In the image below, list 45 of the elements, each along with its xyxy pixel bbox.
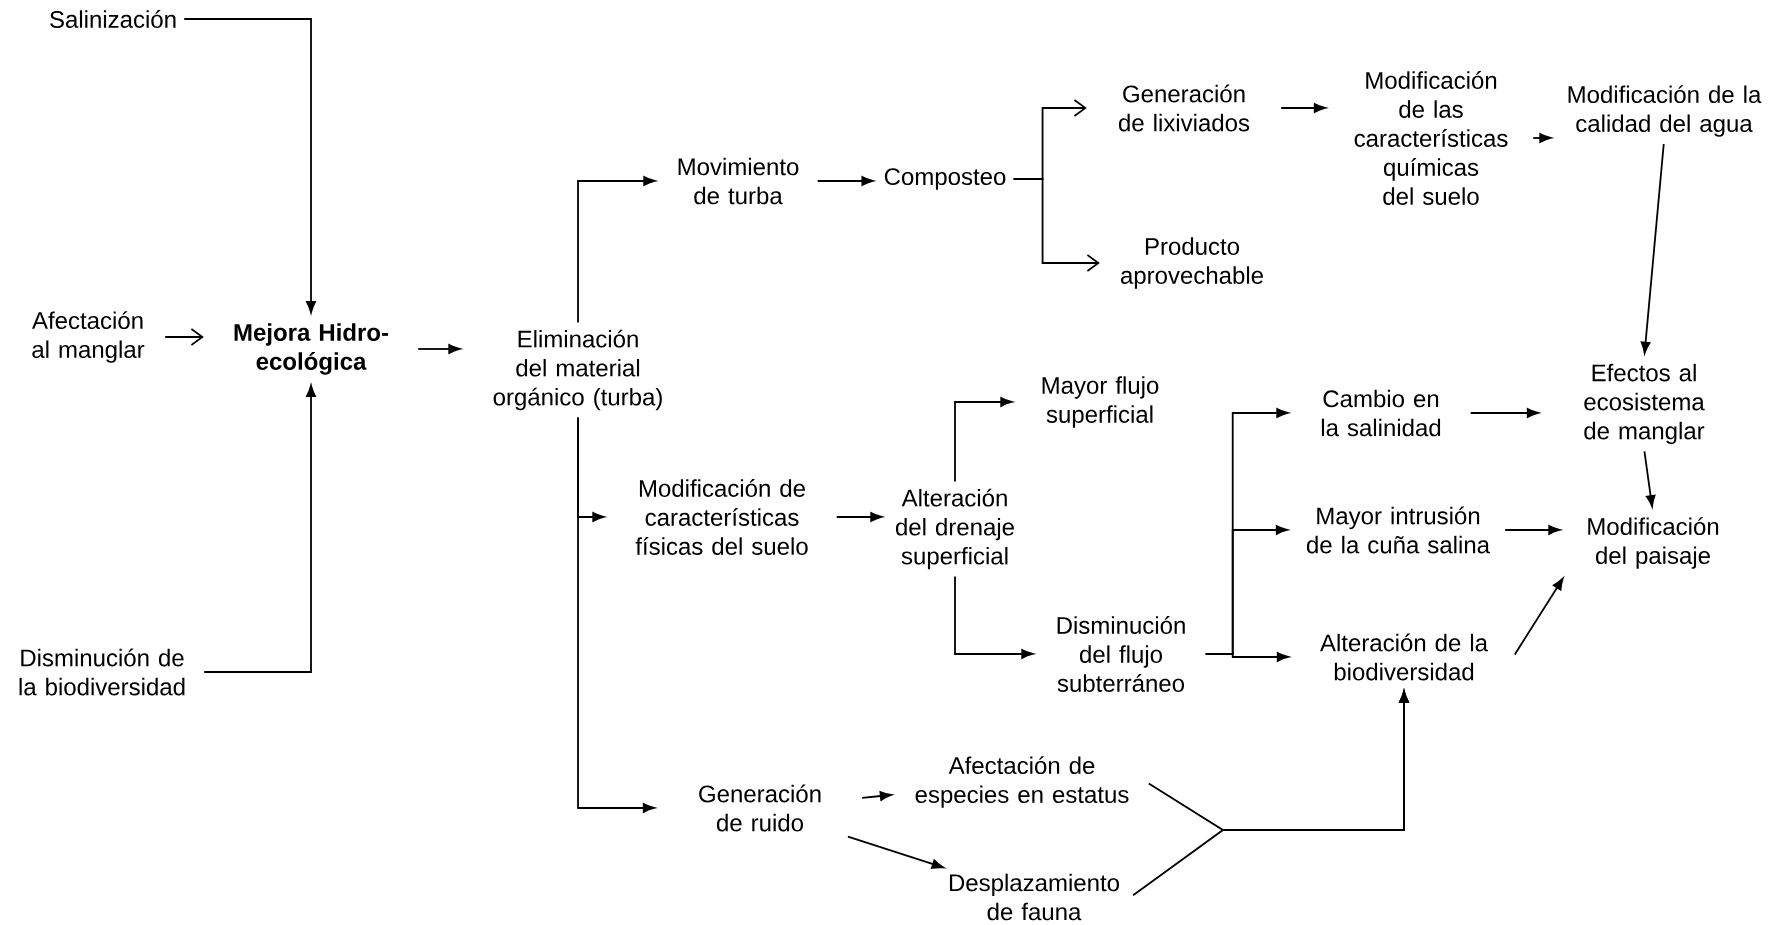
arrow xyxy=(1469,408,1539,418)
flow-text: Movimiento de turba xyxy=(678,157,799,205)
arrow xyxy=(1204,652,1289,662)
arrow xyxy=(816,176,874,186)
flow-text: Afectación al manglar xyxy=(32,311,145,363)
arrow xyxy=(183,18,316,314)
flow-text: Modificación de características físicas del suelo xyxy=(635,479,808,555)
arrow xyxy=(203,384,316,673)
flow-text: Alteración de la biodiversidad xyxy=(1320,633,1488,681)
flow-text: Cambio en la salinidad xyxy=(1321,389,1441,437)
arrow xyxy=(954,575,1034,659)
arrow xyxy=(1643,450,1656,508)
arrow xyxy=(1513,577,1564,656)
arrow xyxy=(954,397,1013,483)
flow-text: Generación de lixiviados xyxy=(1119,84,1250,132)
arrow xyxy=(1532,133,1552,143)
arrow xyxy=(1132,690,1409,897)
arrow xyxy=(861,791,892,801)
flow-text: Alteración del drenaje superficial xyxy=(895,488,1014,570)
arrow xyxy=(577,176,656,324)
flow-text: Disminución de la biodiversidad xyxy=(19,648,185,696)
flow-text: Generación de ruido xyxy=(699,784,821,832)
arrow xyxy=(1280,103,1326,113)
arrow xyxy=(847,835,944,869)
flow-text: Efectos al ecosistema de manglar xyxy=(1584,363,1705,445)
flow-text: Composteo xyxy=(884,168,1006,190)
arrow xyxy=(1504,525,1561,535)
flow-text: Eliminación del material orgánico (turba) xyxy=(493,329,662,411)
arrow xyxy=(577,416,655,813)
flow-text: Modificación de la calidad del agua xyxy=(1568,85,1762,137)
flow-text: Modificación del paisaje xyxy=(1588,517,1719,569)
arrow xyxy=(417,344,461,354)
flow-text: Mejora Hidro-ecológica xyxy=(234,323,389,375)
flow-text: Disminución del flujo subterráneo xyxy=(1057,616,1185,692)
arrow xyxy=(1012,178,1100,272)
arrow xyxy=(1640,143,1665,354)
arrow xyxy=(164,328,204,346)
flow-text: Afectación de especies en estatus xyxy=(915,756,1129,808)
flow-text: Salinización xyxy=(50,10,176,28)
arrow xyxy=(835,512,883,522)
flow-text: Mayor flujo superficial xyxy=(1042,376,1159,428)
flow-text: Producto aprovechable xyxy=(1121,237,1263,289)
flow-text: Mayor intrusión de la cuña salina xyxy=(1306,506,1490,554)
flow-text: Desplazamiento de fauna xyxy=(949,873,1119,921)
flow-text: Modificación de las características químicas del suelo xyxy=(1354,71,1508,205)
